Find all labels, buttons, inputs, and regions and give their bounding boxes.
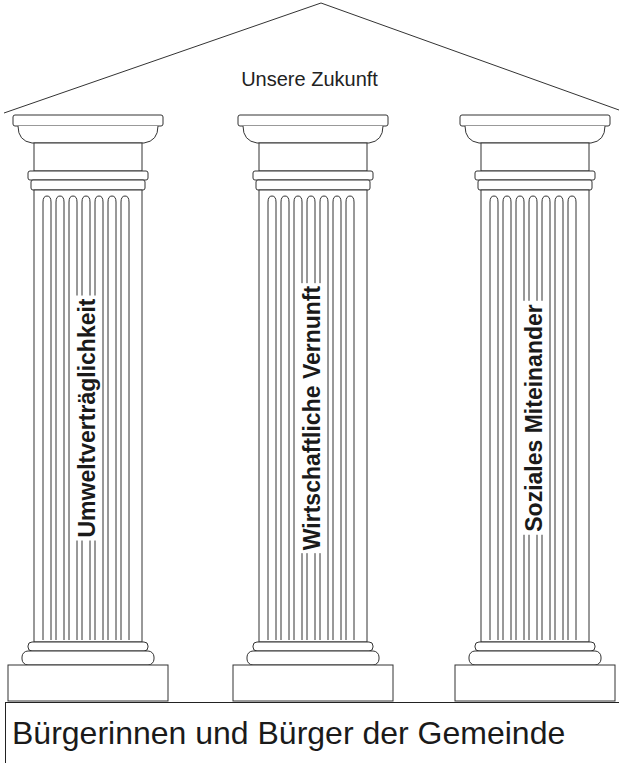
pillar-label: Soziales Miteinander xyxy=(522,301,547,535)
pillar-shaft: Soziales Miteinander xyxy=(481,198,589,638)
pillar-label: Umweltverträglichkeit xyxy=(75,295,100,540)
roof-label: Unsere Zukunft xyxy=(241,68,378,91)
column-middle xyxy=(233,115,393,701)
pillar-shaft: Umweltverträglichkeit xyxy=(34,198,142,638)
foundation-label: Bürgerinnen und Bürger der Gemeinde xyxy=(12,715,565,752)
pillar-label: Wirtschaftliche Vernunft xyxy=(300,283,325,553)
roof-outline xyxy=(0,0,619,113)
foundation-band: Bürgerinnen und Bürger der Gemeinde xyxy=(5,702,619,763)
roof-line xyxy=(4,3,619,113)
roof-triangle: Unsere Zukunft xyxy=(0,0,619,113)
pillar-shaft: Wirtschaftliche Vernunft xyxy=(259,198,367,638)
column-left xyxy=(8,115,168,701)
column-right xyxy=(455,115,615,701)
